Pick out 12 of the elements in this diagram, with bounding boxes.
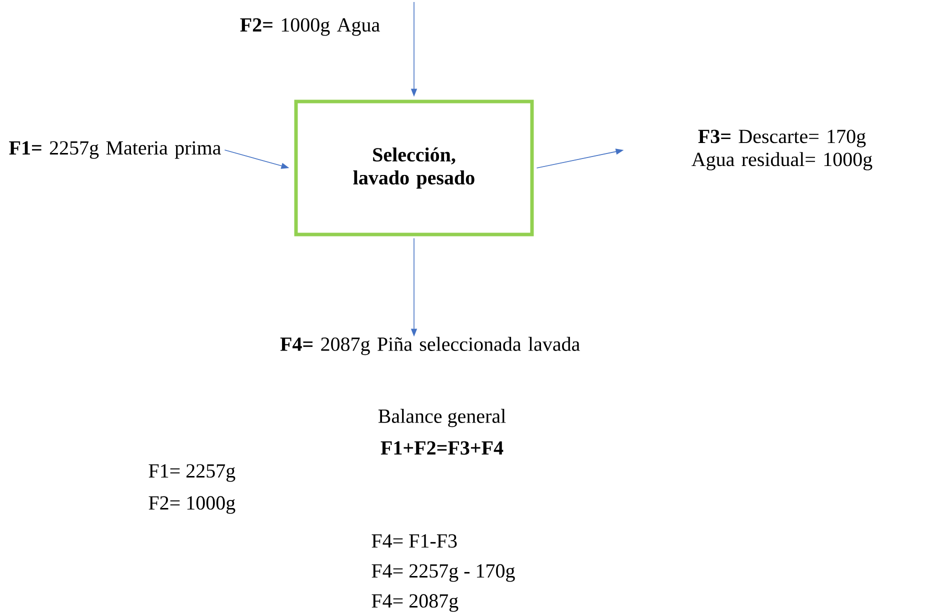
equation-text: F4= 2087g: [372, 594, 458, 612]
stream-label: F2= 1000g Agua: [240, 18, 380, 36]
stream-label: F3= Descarte= 170g Agua residual= 1000g: [692, 130, 872, 170]
equation-text: F1= 2257g: [148, 464, 236, 482]
stream-label: F4= 2087g Piña seleccionada lavada: [280, 336, 580, 356]
process-box: Selección, lavado pesado: [294, 100, 534, 236]
equation-text: F4= 2257g - 170g: [372, 564, 515, 582]
equation-text: Balance general: [378, 408, 506, 428]
equation-text: F4= F1-F3: [372, 534, 457, 548]
equation-text: F2= 1000g: [148, 496, 236, 514]
stream-label: F1= 2257g Materia prima: [9, 141, 221, 159]
equation-text: F1+F2=F3+F4: [380, 441, 504, 455]
